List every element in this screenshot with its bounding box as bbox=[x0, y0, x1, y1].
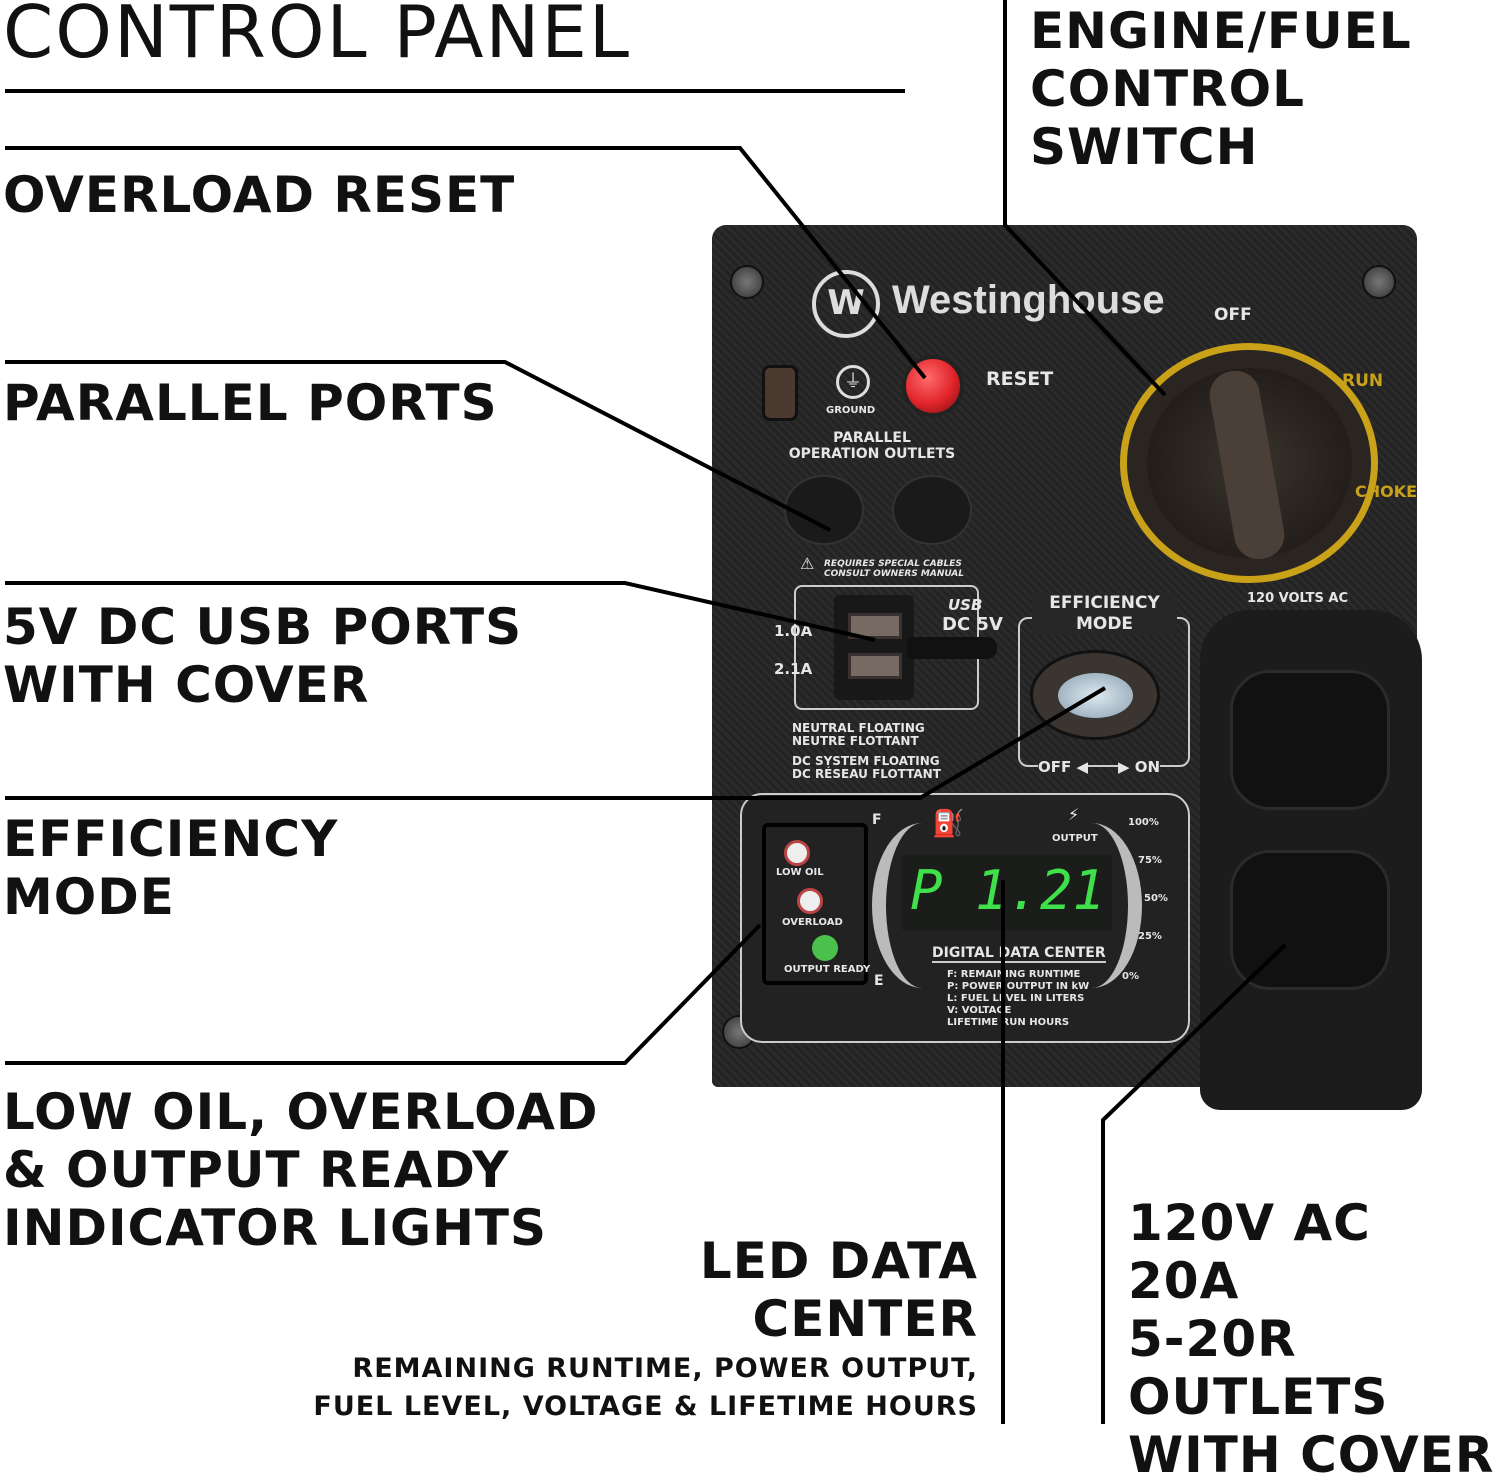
pct-0: 0% bbox=[1122, 971, 1139, 982]
leader-outlets bbox=[1101, 943, 1287, 1424]
output-ready-label: OUTPUT READY bbox=[784, 964, 871, 975]
switch-run: RUN bbox=[1342, 371, 1384, 391]
dc-floating: DC SYSTEM FLOATING DC RÉSEAU FLOTTANT bbox=[792, 754, 941, 781]
callout-usb: 5V DC USB PORTS WITH COVER bbox=[3, 598, 523, 714]
usb-port[interactable] bbox=[848, 613, 902, 639]
engine-fuel-control-switch[interactable] bbox=[1120, 343, 1378, 583]
neutral-floating: NEUTRAL FLOATING NEUTRE FLOTTANT bbox=[792, 721, 925, 748]
callout-led-subtitle: REMAINING RUNTIME, POWER OUTPUT, FUEL LE… bbox=[313, 1353, 978, 1422]
low-oil-label: LOW OIL bbox=[776, 867, 824, 878]
dc-5v-label: DC 5V bbox=[942, 614, 1003, 635]
leader-usb bbox=[5, 581, 876, 642]
leader-overload-reset bbox=[5, 146, 927, 380]
screw-icon bbox=[1362, 265, 1396, 299]
fuel-pump-icon: ⛽ bbox=[932, 809, 965, 839]
volts-label: 120 VOLTS AC bbox=[1247, 591, 1349, 606]
ground-terminal bbox=[762, 365, 798, 421]
ground-icon: ⏚ bbox=[836, 365, 870, 399]
ddc-legend: F: REMAINING RUNTIME P: POWER OUTPUT IN … bbox=[947, 969, 1090, 1028]
callout-overload-reset: OVERLOAD RESET bbox=[3, 166, 516, 224]
generator-control-panel: W Westinghouse ⏚ GROUND RESET PARALLEL O… bbox=[712, 225, 1422, 1110]
screw-icon bbox=[730, 265, 764, 299]
reset-label: RESET bbox=[986, 368, 1054, 390]
leader-indicators bbox=[5, 923, 762, 1065]
westinghouse-logo-icon: W bbox=[812, 270, 880, 338]
parallel-port-cap[interactable] bbox=[892, 475, 972, 545]
efficiency-off: OFF ◀ bbox=[1038, 758, 1089, 776]
ddc-title: DIGITAL DATA CENTER bbox=[932, 945, 1106, 963]
digital-data-center: LOW OIL OVERLOAD OUTPUT READY F E ⛽ P 1.… bbox=[740, 793, 1190, 1043]
usb-port[interactable] bbox=[848, 653, 902, 679]
callout-outlets: 120V AC 20A 5-20R OUTLETS WITH COVER bbox=[1128, 1194, 1495, 1484]
overload-label: OVERLOAD bbox=[782, 917, 843, 928]
leader-engine-switch bbox=[1003, 0, 1167, 397]
brand-name: Westinghouse bbox=[892, 278, 1165, 322]
indicator-frame bbox=[762, 823, 868, 985]
callout-indicators: LOW OIL, OVERLOAD & OUTPUT READY INDICAT… bbox=[3, 1083, 599, 1257]
page-title: CONTROL PANEL bbox=[3, 0, 632, 74]
efficiency-title: EFFICIENCY MODE bbox=[1032, 593, 1177, 635]
ground-label: GROUND bbox=[826, 405, 876, 416]
callout-parallel-ports: PARALLEL PORTS bbox=[3, 374, 498, 432]
efficiency-on: ▶ ON bbox=[1118, 758, 1161, 776]
ac-outlet[interactable] bbox=[1230, 850, 1390, 990]
pct-25: 25% bbox=[1138, 931, 1162, 942]
leader-parallel-ports bbox=[5, 360, 831, 532]
pct-75: 75% bbox=[1138, 855, 1162, 866]
fuel-e: E bbox=[874, 973, 884, 989]
warning-icon: ⚠ bbox=[800, 554, 815, 573]
low-oil-lamp bbox=[784, 840, 810, 866]
usb-logo: USB bbox=[948, 596, 983, 614]
leader-efficiency bbox=[5, 686, 1107, 800]
usb-cover[interactable] bbox=[907, 637, 997, 659]
ac-outlet[interactable] bbox=[1230, 670, 1390, 810]
callout-engine-switch: ENGINE/FUEL CONTROL SWITCH bbox=[1030, 2, 1412, 176]
switch-choke: CHOKE bbox=[1355, 482, 1418, 501]
warning-text: REQUIRES SPECIAL CABLES CONSULT OWNERS M… bbox=[824, 559, 964, 579]
switch-off: OFF bbox=[1214, 305, 1252, 325]
usb-ports[interactable] bbox=[834, 595, 914, 700]
outlet-cover[interactable] bbox=[1200, 610, 1422, 1110]
usb-amp-1: 1.0A bbox=[774, 622, 813, 640]
pct-50: 50% bbox=[1144, 893, 1168, 904]
leader-lines bbox=[5, 0, 1287, 1424]
warning-label: ⚠ REQUIRES SPECIAL CABLES CONSULT OWNERS … bbox=[800, 554, 964, 580]
overload-reset-button[interactable] bbox=[902, 355, 964, 417]
usb-amp-2: 2.1A bbox=[774, 660, 813, 678]
output-ready-lamp bbox=[812, 935, 838, 961]
lightning-icon: ⚡ bbox=[1068, 805, 1080, 824]
parallel-label: PARALLEL OPERATION OUTLETS bbox=[788, 430, 956, 462]
fuel-f: F bbox=[872, 812, 882, 828]
pct-100: 100% bbox=[1128, 817, 1159, 828]
callout-efficiency: EFFICIENCY MODE bbox=[3, 810, 339, 926]
parallel-port-cap[interactable] bbox=[784, 475, 864, 545]
overload-lamp bbox=[797, 888, 823, 914]
callout-led-title: LED DATA CENTER bbox=[699, 1232, 978, 1348]
